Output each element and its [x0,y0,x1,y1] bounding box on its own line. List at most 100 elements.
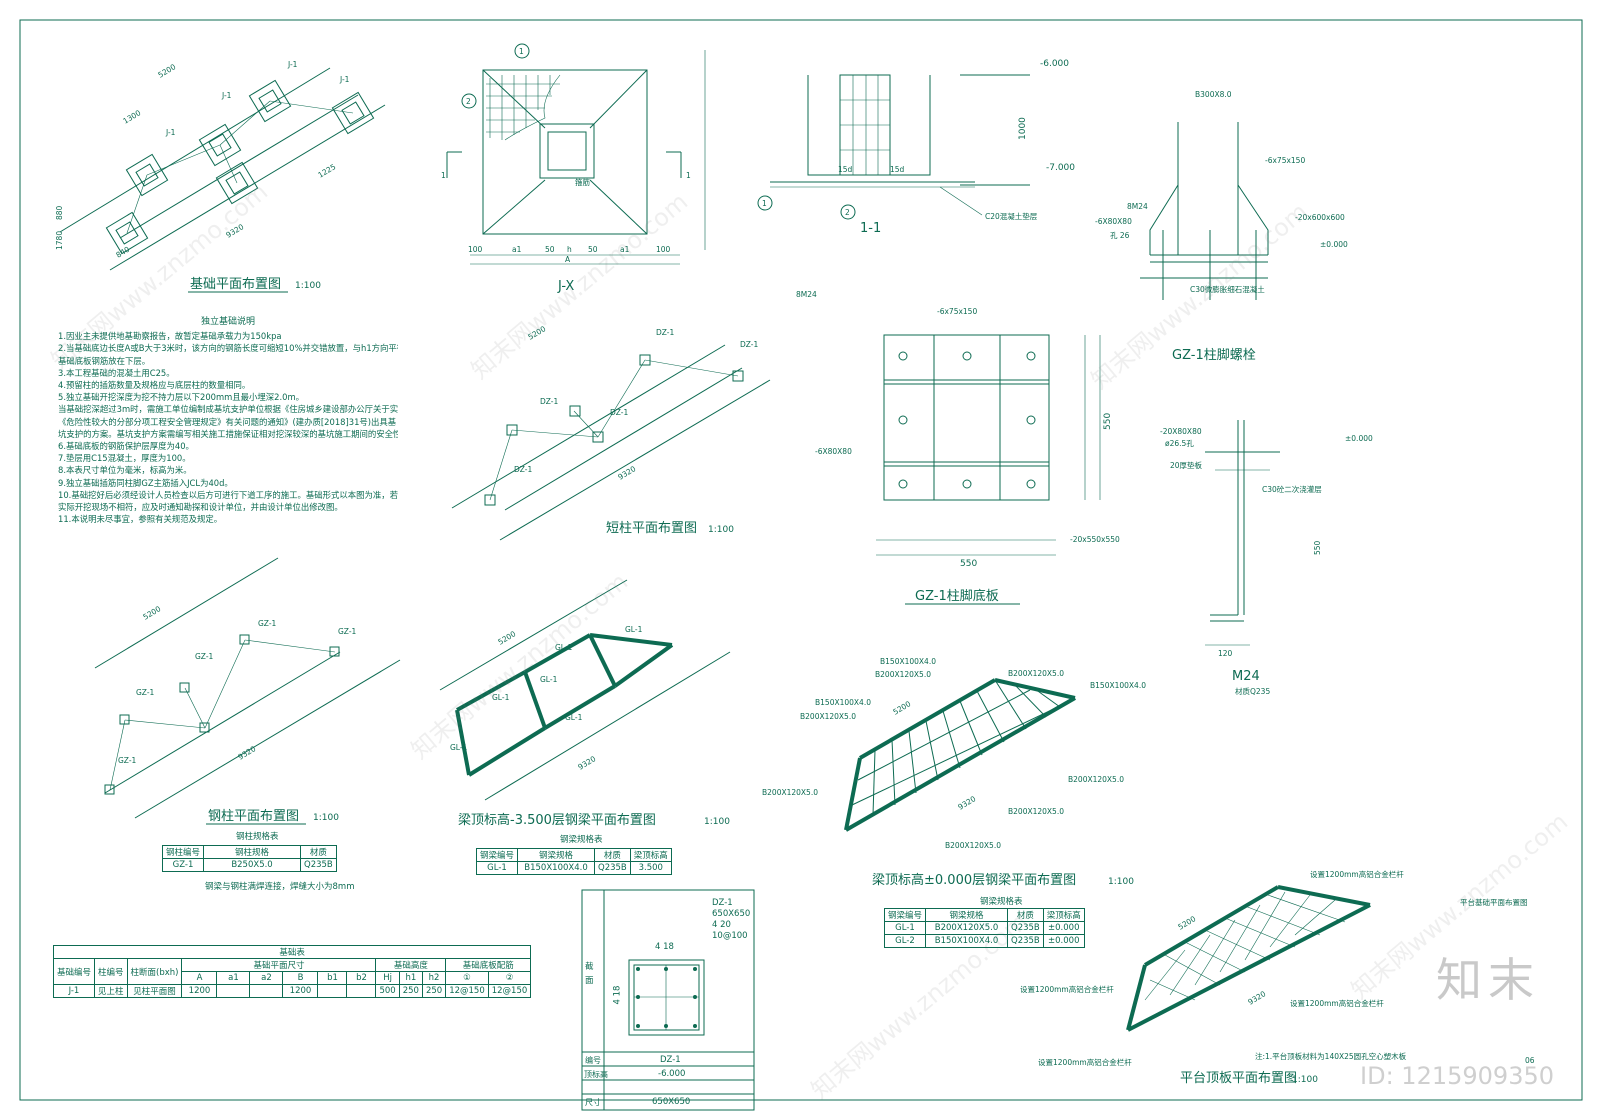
label-gz1: GZ-1 [258,619,277,628]
dz1-row-label: 编号 [585,1056,601,1065]
footing-squares [105,79,375,255]
label-6x75x150: -6x75x150 [937,307,977,316]
title-anchor-bolt: GZ-1柱脚螺栓 [1172,347,1256,363]
dim-9320: 9320 [1246,989,1267,1007]
label-dz1: DZ-1 [540,397,558,406]
label-rail-note: 设置1200mm高铝合金栏杆 [1020,984,1114,994]
dim-9320: 9320 [576,754,597,772]
note-line: 9.独立基础插筋同柱脚GZ主筋插入JCL为40d。 [58,477,233,488]
scale-foundation-plan: 1:100 [295,281,321,291]
table-header: 钢梁规格 [925,908,1009,922]
label-c20-pad: C20混凝土垫层 [985,211,1038,221]
label-rail-note: 设置1200mm高铝合金栏杆 [1310,869,1404,879]
label-6x80x80: -6X80X80 [1095,217,1132,226]
label-8m24: 8M24 [796,290,817,299]
table-header: 梁顶标高 [1042,908,1085,922]
label-platform-foundation: 平台基础平面布置图 [1460,897,1528,907]
label-gz1: GZ-1 [195,652,214,661]
dz1-row-label: 尺寸 [585,1098,601,1107]
beam-plan-0000: B150X100X4.0 B200X120X5.0 B150X100X4.0 B… [762,657,1146,888]
label-dz1: DZ-1 [610,408,628,417]
dim-1300: 1300 [121,108,142,126]
table-header: h1 [398,971,423,985]
table-cell [317,984,348,998]
label-rail-note: 设置1200mm高铝合金栏杆 [1038,1057,1132,1067]
section-1-1: -6.000 -7.000 1000 15d 15d C20混凝土垫层 1 2 … [757,59,1075,236]
note-line: 实际开挖现场不相符，应及时通知勘探和设计单位，并由设计单位出修改图。 [58,502,343,513]
table-cell: J-1 [52,984,96,998]
label-gl1: GL-1 [625,625,643,634]
dim-1225: 1225 [316,162,337,180]
gl00-table-title: 钢梁规格表 [980,897,1023,907]
table-header: ① [445,971,489,985]
dim-5200: 5200 [1176,914,1197,932]
el-minus-7000: -7.000 [1046,163,1075,173]
svg-text:1: 1 [762,199,767,208]
watermark-site: 知末网www.znzmo.com [1086,198,1313,395]
label-gz1: GZ-1 [118,756,137,765]
label-gl1: GL-1 [555,643,573,652]
table-header: 基础底板配筋 [445,958,532,972]
svg-text:a1: a1 [620,245,630,254]
bolt-holes [898,351,1036,489]
dim-550-vertical: 550 [1103,413,1113,430]
dz1-spec: DZ-1 650X650 4 20 10@100 [712,898,750,942]
label-b150x100: B150X100X4.0 [1090,681,1146,690]
table-header: b2 [346,971,377,985]
label-b200x120: B200X120X5.0 [1068,775,1124,784]
watermark-site: 知末网www.znzmo.com [466,188,693,385]
notes-heading: 独立基础说明 [200,317,255,327]
table-cell: 12@150 [445,984,489,998]
table-cell: 见柱平面图 [126,984,183,998]
table-cell: Q235B [300,858,337,872]
note-line: 5.独立基础开挖深度为挖不持力层以下200mm且最小埋深2.0m。 [58,392,305,403]
title-jx: J-X [557,279,574,294]
label-gl1: GL-1 [565,713,583,722]
title-base-plate: GZ-1柱脚底板 [915,588,999,604]
table-cell: 250 [398,984,423,998]
gl-joists-0000 [851,679,1063,816]
label-platform-note: 注:1.平台顶板材料为140X25圆孔空心塑木板 [1255,1051,1407,1061]
title-stub-column-plan: 短柱平面布置图 [606,521,697,536]
scale-beam-minus-3500: 1:100 [704,817,730,827]
label-b200x120: B200X120X5.0 [800,712,856,721]
table-header: 柱编号 [94,958,128,985]
label-hole-26-5: ø26.5孔 [1165,439,1194,448]
note-line: 10.基础挖好后必须经设计人员检查以后方可进行下道工序的施工。基础形式以本图为准… [58,489,398,500]
table-header: a1 [216,971,251,985]
dz1-section [581,889,755,1111]
gz-table-title: 钢柱规格表 [236,832,279,842]
table-header: 钢柱编号 [161,845,205,859]
label-gl1: GL-1 [450,743,468,752]
label-20x80x80: -20X80X80 [1160,427,1202,436]
title-foundation-plan: 基础平面布置图 [190,277,281,292]
dim-550: 550 [960,559,977,569]
dim-1780: 1780 [55,231,64,250]
table-header: b1 [317,971,348,985]
foundation-plan: 5200 9320 1300 1225 840 880 1780 J-1 J-1… [55,60,386,293]
el-0000: ±0.000 [1345,434,1373,443]
weld-note: 钢梁与钢柱满焊连接，焊缝大小为8mm [205,882,355,892]
dz1-rebar-side: 4 18 [612,985,623,1005]
label-20x550x550: -20x550x550 [1070,535,1120,544]
svg-text:1: 1 [519,47,524,56]
dz1-row-label: 顶标高 [584,1070,608,1079]
table-cell [216,984,251,998]
table-header: A [181,971,218,985]
label-20-thick: 20厚垫板 [1170,460,1203,470]
table-header: 钢梁编号 [475,848,519,862]
table-cell: B150X100X4.0 [517,861,596,875]
table-header: 材质 [1007,908,1044,922]
table-cell: GL-1 [475,861,519,875]
dim-5200: 5200 [141,604,162,622]
label-6x75x150: -6x75x150 [1265,156,1305,165]
scale-steel-column: 1:100 [313,813,339,823]
m24-bolt-detail: -20X80X80 ø26.5孔 20厚垫板 C30砼二次浇灌层 ±0.000 … [1160,420,1373,696]
table-cell: B200X120X5.0 [925,921,1009,935]
table-header: h2 [421,971,447,985]
table-header: ② [487,971,532,985]
dim-120: 120 [1218,649,1233,658]
